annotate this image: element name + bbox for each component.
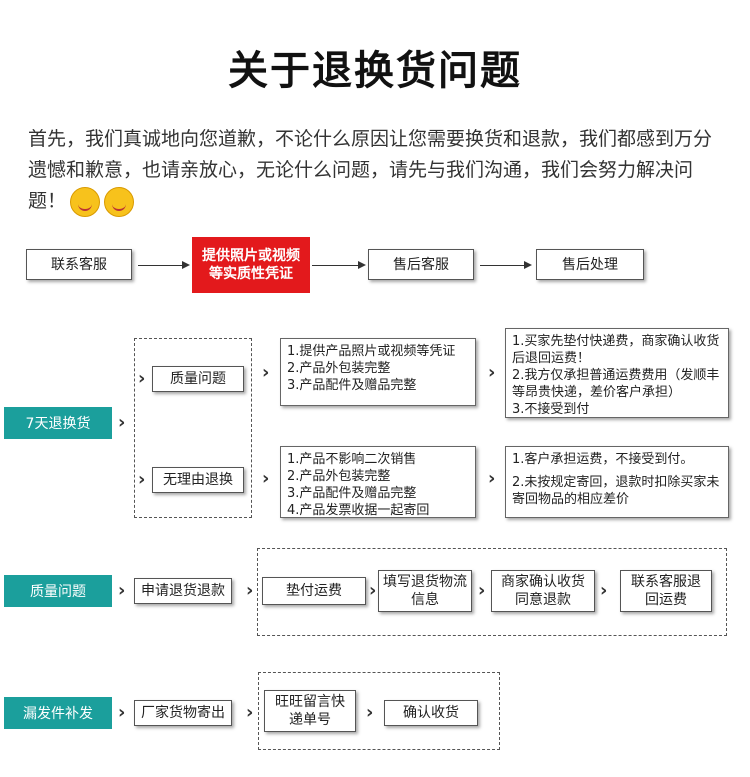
list-item: 3.产品配件及赠品完整 — [287, 486, 417, 501]
chevron-right-icon: › — [366, 702, 374, 723]
list-item: 1.产品不影响二次销售 — [287, 452, 417, 467]
apply-return-refund: 申请退货退款 — [134, 578, 232, 604]
step-fill-logistics: 填写退货物流信息 — [378, 570, 472, 612]
factory-ship-goods: 厂家货物寄出 — [134, 700, 232, 726]
chevron-right-icon: › — [478, 580, 486, 601]
label-seven-day-return: 7天退换货 — [4, 407, 112, 439]
step-advance-shipping: 垫付运费 — [262, 577, 366, 605]
arrow-right-icon — [182, 261, 190, 269]
flow-step-contact-service: 联系客服 — [26, 249, 132, 280]
grin-emoji-icon — [104, 187, 135, 217]
chevron-right-icon: › — [118, 412, 126, 433]
chevron-right-icon: › — [138, 368, 146, 389]
page-title: 关于退换货问题 — [228, 48, 522, 94]
list-item: 1.提供产品照片或视频等凭证 — [287, 344, 456, 359]
arrow-line — [312, 265, 358, 266]
chevron-right-icon: › — [488, 362, 496, 383]
list-item: 2.未按规定寄回，退款时扣除买家未寄回物品的相应差价 — [512, 475, 720, 507]
intro-paragraph: 首先，我们真诚地向您道歉，不论什么原因让您需要换货和退款，我们都感到万分遗憾和歉… — [28, 128, 713, 212]
no-reason-result: 1.客户承担运费，不接受到付。 2.未按规定寄回，退款时扣除买家未寄回物品的相应… — [505, 446, 729, 518]
no-reason-requirements: 1.产品不影响二次销售 2.产品外包装完整 3.产品配件及赠品完整 4.产品发票… — [280, 446, 476, 518]
list-item: 1.买家先垫付快递费，商家确认收货后退回运费！ — [512, 334, 720, 366]
step-merchant-confirm: 商家确认收货同意退款 — [491, 570, 595, 612]
step-leave-tracking: 旺旺留言快递单号 — [264, 690, 356, 732]
chevron-right-icon: › — [138, 469, 146, 490]
list-item: 1.客户承担运费，不接受到付。 — [512, 452, 694, 467]
arrow-line — [480, 265, 524, 266]
list-item: 4.产品发票收据一起寄回 — [287, 503, 430, 518]
quality-result: 1.买家先垫付快递费，商家确认收货后退回运费！ 2.我方仅承担普通运费费用（发顺… — [505, 328, 729, 418]
group-return-type — [134, 338, 252, 518]
chevron-right-icon: › — [600, 580, 608, 601]
chevron-right-icon: › — [488, 468, 496, 489]
list-item: 2.我方仅承担普通运费费用（发顺丰等昂贵快递，差价客户承担） — [512, 368, 720, 400]
arrow-right-icon — [524, 261, 532, 269]
label-missing-items: 漏发件补发 — [4, 697, 112, 729]
label-quality-problem: 质量问题 — [4, 575, 112, 607]
group-missing-steps — [258, 672, 500, 750]
step-contact-refund-shipping: 联系客服退回运费 — [620, 570, 712, 612]
chevron-right-icon: › — [118, 580, 126, 601]
list-item: 2.产品外包装完整 — [287, 469, 391, 484]
list-item: 3.产品配件及赠品完整 — [287, 378, 417, 393]
chevron-right-icon: › — [369, 580, 377, 601]
grin-emoji-icon — [70, 187, 101, 217]
arrow-line — [138, 265, 182, 266]
list-item: 2.产品外包装完整 — [287, 361, 391, 376]
list-item: 3.不接受到付 — [512, 402, 590, 417]
chevron-right-icon: › — [246, 580, 254, 601]
step-confirm-receipt: 确认收货 — [384, 700, 478, 726]
chevron-right-icon: › — [118, 702, 126, 723]
flow-step-after-sales-service: 售后客服 — [368, 249, 474, 280]
return-type-no-reason: 无理由退换 — [152, 467, 244, 493]
return-type-quality: 质量问题 — [152, 366, 244, 392]
intro-text: 首先，我们真诚地向您道歉，不论什么原因让您需要换货和退款，我们都感到万分遗憾和歉… — [28, 124, 728, 217]
flow-step-provide-evidence: 提供照片或视频等实质性凭证 — [192, 237, 310, 293]
chevron-right-icon: › — [262, 468, 270, 489]
chevron-right-icon: › — [262, 362, 270, 383]
quality-requirements: 1.提供产品照片或视频等凭证 2.产品外包装完整 3.产品配件及赠品完整 — [280, 338, 476, 406]
flow-step-after-sales-process: 售后处理 — [536, 249, 644, 280]
chevron-right-icon: › — [246, 702, 254, 723]
group-quality-steps — [257, 548, 727, 636]
arrow-right-icon — [358, 261, 366, 269]
